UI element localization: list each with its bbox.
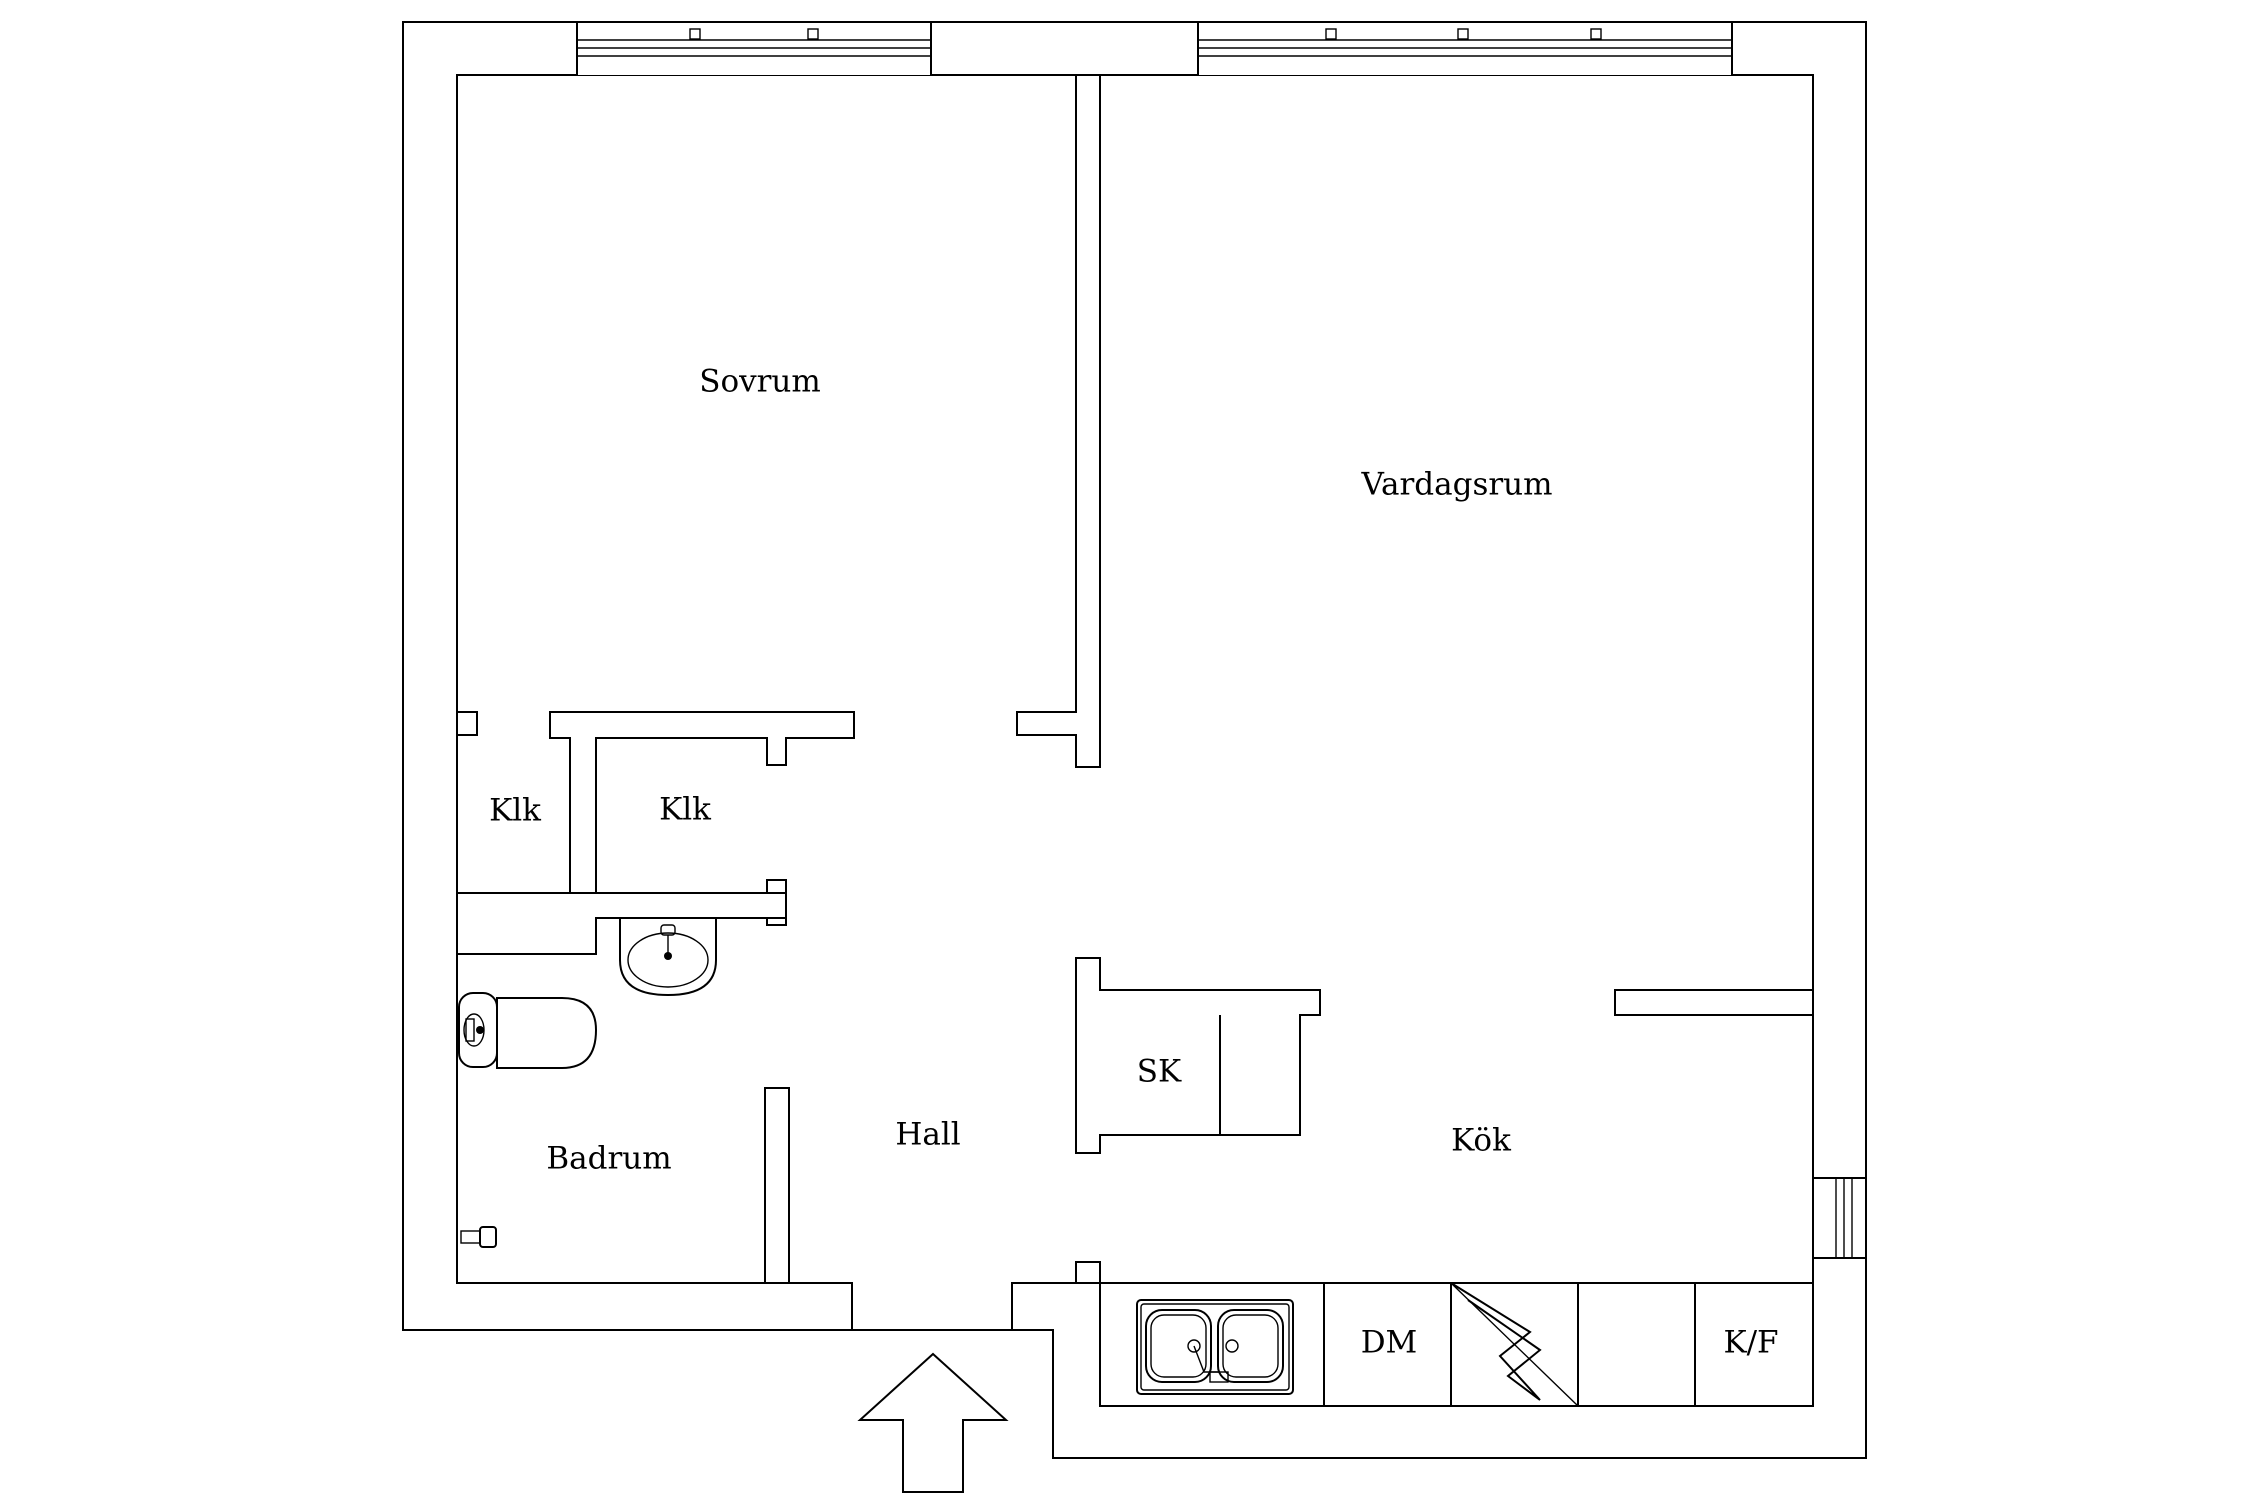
room-label-sovrum: Sovrum	[699, 364, 821, 400]
room-label-hall: Hall	[895, 1117, 960, 1153]
double-sink-icon	[1136, 1299, 1294, 1395]
outer-walls	[402, 21, 1867, 1459]
window-top-left	[576, 22, 932, 75]
room-label-kf: K/F	[1723, 1325, 1778, 1361]
room-label-kok: Kök	[1451, 1123, 1511, 1159]
window-right	[1813, 1177, 1866, 1259]
interior-walls	[456, 74, 1814, 1284]
stove-icon	[1450, 1282, 1579, 1407]
tap-icon	[460, 1226, 497, 1248]
entrance-arrow-icon	[857, 1352, 1009, 1493]
room-label-badrum: Badrum	[546, 1141, 671, 1177]
room-label-dm: DM	[1361, 1325, 1418, 1361]
room-label-klk-right: Klk	[659, 792, 711, 828]
window-top-right	[1197, 22, 1733, 75]
wash-basin-icon	[619, 917, 717, 997]
room-label-sk: SK	[1137, 1054, 1182, 1090]
room-label-klk-left: Klk	[489, 793, 541, 829]
room-label-vardagsrum: Vardagsrum	[1360, 467, 1552, 503]
toilet-icon	[458, 992, 598, 1069]
